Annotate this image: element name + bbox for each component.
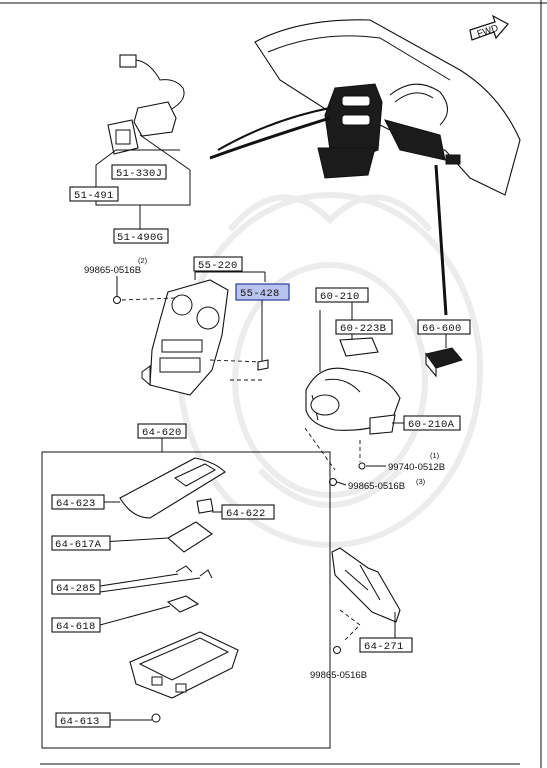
label-64-618: 64-618 [56,621,96,633]
label-64-620: 64-620 [142,427,182,439]
label-55-428: 55-428 [240,288,280,300]
tray-64-613 [110,631,239,723]
label-64-613: 64-613 [60,716,100,728]
pins-64-285 [99,565,213,593]
note-screw-d: 99865-0516B [310,670,367,681]
switch-assembly [95,54,191,232]
note-screw-b-qty: (1) [430,451,440,460]
side-panel-64-271 [331,547,401,654]
note-screw-c: 99865-0516B [348,481,405,492]
label-66-600: 66-600 [422,323,462,335]
hinge-64-622 [196,498,222,514]
label-60-223B: 60-223B [340,323,386,335]
switch-66-600 [425,334,463,378]
group-64-620-frame [41,451,331,749]
note-screw-c-qty: (3) [416,477,426,486]
label-60-210: 60-210 [320,291,360,303]
label-60-210A: 60-210A [408,419,455,431]
label-55-428-highlight[interactable] [235,283,290,301]
label-64-285: 64-285 [56,583,96,595]
label-64-617A: 64-617A [55,539,102,551]
label-51-490G: 51-490G [117,232,163,244]
label-51-491: 51-491 [74,190,114,202]
label-51-330J: 51-330J [116,168,162,180]
note-screw-a: 99865-0516B [84,265,141,276]
note-screw-b: 99740-0512B [388,462,445,473]
dashboard-overview [209,19,521,316]
meter-hood [113,272,269,396]
latch-64-618 [99,595,200,626]
fwd-arrow-icon: FWD [469,14,509,41]
label-64-623: 64-623 [56,498,96,510]
label-55-220: 55-220 [198,260,238,272]
note-screw-a-qty: (2) [138,256,148,265]
label-64-271: 64-271 [364,641,404,653]
label-64-622: 64-622 [226,508,266,520]
